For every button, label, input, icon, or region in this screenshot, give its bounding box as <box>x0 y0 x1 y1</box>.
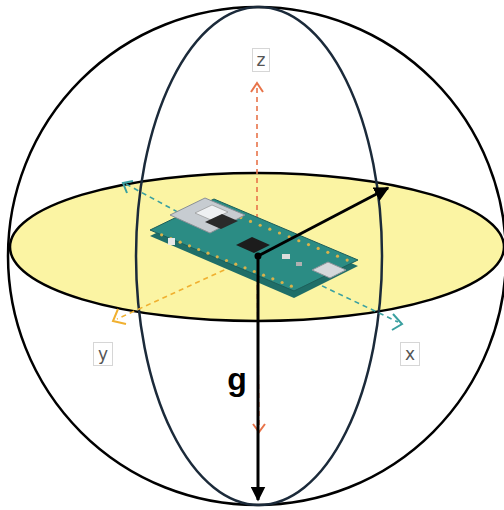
header-pin <box>160 233 163 236</box>
header-pin <box>253 270 256 273</box>
header-pin <box>188 244 191 247</box>
axis-label: x <box>400 342 420 366</box>
header-pin <box>278 231 281 234</box>
component <box>282 254 290 259</box>
label-holder: g <box>227 362 247 396</box>
meridian-ellipse <box>136 7 382 505</box>
header-pin <box>326 251 329 254</box>
gravity-arrow <box>257 256 260 500</box>
header-pin <box>336 255 339 258</box>
x-chevron <box>392 314 402 330</box>
chip <box>205 214 238 229</box>
header-pin <box>216 255 219 258</box>
header-pin <box>259 224 262 227</box>
label-holder: y <box>93 342 113 366</box>
vector-arrow <box>258 188 388 256</box>
board-top <box>150 199 358 291</box>
arduino-board <box>150 198 358 298</box>
header-pin <box>262 274 265 277</box>
x-chevron-negative <box>123 181 133 193</box>
usb-port <box>312 262 346 278</box>
header-pin <box>346 258 349 261</box>
y-chevron <box>113 309 126 324</box>
z-chevron <box>251 83 263 92</box>
axis-label: z <box>252 48 271 72</box>
header-pin <box>243 266 246 269</box>
header-pin <box>225 259 228 262</box>
processor-chip <box>236 237 270 253</box>
label-holder: z <box>252 48 271 72</box>
header-pin <box>206 252 209 255</box>
axis-label: y <box>93 342 113 366</box>
component <box>296 262 302 266</box>
sphere-outline <box>8 7 504 505</box>
header-pin <box>290 285 293 288</box>
gravity-label: g <box>227 362 247 396</box>
header-pin <box>268 228 271 231</box>
header-pin <box>249 220 252 223</box>
header-pin <box>234 263 237 266</box>
header-pin <box>307 243 310 246</box>
logo <box>168 238 175 245</box>
radio-module <box>170 198 245 233</box>
label-holder: x <box>400 342 420 366</box>
header-pin <box>179 241 182 244</box>
y-axis <box>117 255 257 319</box>
origin-dot <box>255 253 262 260</box>
header-pin <box>281 281 284 284</box>
header-pin <box>297 239 300 242</box>
header-pin <box>317 247 320 250</box>
header-pin <box>197 248 200 251</box>
header-pin <box>271 277 274 280</box>
